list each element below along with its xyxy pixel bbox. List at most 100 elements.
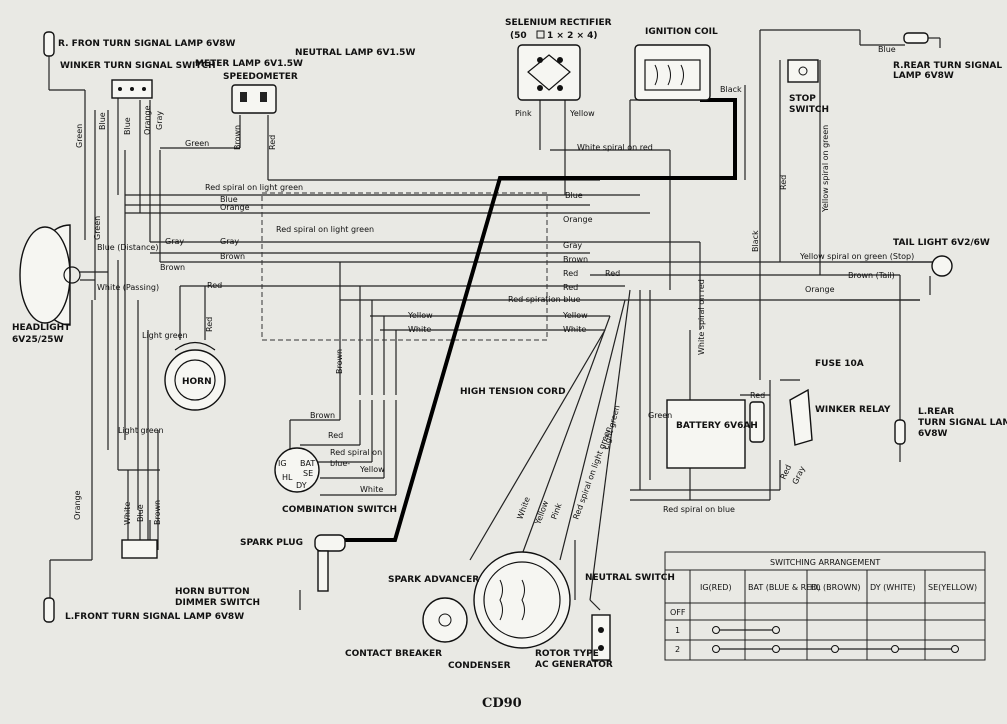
label-comb-bat: BAT — [300, 459, 315, 468]
label-winker-relay: WINKER RELAY — [815, 405, 891, 415]
wire-label-yellow-3: Yellow — [569, 109, 595, 118]
vwire-white-2: White — [515, 496, 531, 521]
wire-label-white-spiral-red: White spiral on red — [577, 143, 653, 152]
wire-label-red-spiral-on-blue: Red spiral on blue — [663, 505, 735, 514]
label-headlight-2: 6V25/25W — [12, 335, 64, 345]
wire-labels: Red spiral on light green Blue Orange Gr… — [97, 45, 914, 514]
label-combination-switch: COMBINATION SWITCH — [282, 505, 397, 515]
label-battery: BATTERY 6V6AH — [676, 421, 758, 431]
diagram-title: CD90 — [482, 696, 522, 711]
label-comb-se: SE — [303, 469, 313, 478]
wire-label-red-3: Red — [605, 269, 620, 278]
label-neutral-lamp: NEUTRAL LAMP 6V1.5W — [295, 48, 415, 58]
wire-label-white-3: White — [360, 485, 383, 494]
wire-label-red-4: Red — [563, 283, 578, 292]
vwire-blue-3: Blue — [136, 504, 145, 522]
wire-label-brown-1: Brown — [220, 252, 245, 261]
wire-label-green: Green — [185, 139, 209, 148]
wire-label-red-5: Red — [328, 431, 343, 440]
label-headlight-1: HEADLIGHT — [12, 323, 71, 333]
label-tail-light: TAIL LIGHT 6V2/6W — [893, 238, 990, 248]
label-spark-plug: SPARK PLUG — [240, 538, 303, 548]
wire-label-blue-1: Blue — [220, 195, 238, 204]
label-horn-button-1: HORN BUTTON — [175, 587, 250, 597]
wire-label-brown-tail: Brown (Tail) — [848, 271, 895, 280]
label-horn-button-2: DIMMER SWITCH — [175, 598, 260, 608]
label-rectifier-spec: (50 — [510, 31, 527, 41]
label-meter-lamp: METER LAMP 6V1.5W — [195, 59, 303, 69]
label-rectifier-spec2: 1 × 2 × 4) — [547, 31, 598, 41]
wire-label-gray-2: Gray — [220, 237, 239, 246]
high-tension-cord — [345, 98, 737, 542]
vwire-black-2: Black — [751, 230, 760, 252]
vwire-yellow: Yellow — [533, 499, 550, 527]
wire-label-red-spiral-blue: Red spiration blue — [508, 295, 581, 304]
neutral-switch-icon — [591, 614, 611, 661]
wire-label-pink: Pink — [515, 109, 532, 118]
wire-label-green-2: Green — [648, 411, 672, 420]
wire-label-blue-2: Blue — [565, 191, 583, 200]
label-r-rear-turn-2: LAMP 6V8W — [893, 71, 954, 81]
ignition-coil-icon — [634, 44, 711, 101]
vwire-white-spiral-red: White spiral on red — [697, 279, 706, 355]
wire-label-gray-1: Gray — [165, 237, 184, 246]
wire-label-brown-4: Brown — [310, 411, 335, 420]
wire-label-yellow-1: Yellow — [562, 311, 588, 320]
vwire-brown-1: Brown — [233, 125, 242, 150]
label-selenium-rectifier: SELENIUM RECTIFIER — [505, 18, 612, 28]
switching-table: SWITCHING ARRANGEMENT IG(RED) BAT (BLUE … — [664, 551, 986, 661]
wire-label-orange-3: Orange — [805, 285, 835, 294]
battery-icon — [666, 399, 746, 469]
vwire-brown-2: Brown — [335, 349, 344, 374]
horn-icon — [164, 341, 226, 411]
l-rear-turn-lamp-icon — [894, 419, 906, 462]
wire-label-red-1: Red — [207, 281, 222, 290]
wire-label-white-2: White — [408, 325, 431, 334]
switching-table-title: SWITCHING ARRANGEMENT — [770, 558, 880, 567]
label-spark-advancer: SPARK ADVANCER — [388, 575, 479, 585]
speedometer-icon — [231, 84, 277, 114]
wire-label-orange-1: Orange — [220, 203, 250, 212]
vwire-red-4: Red — [779, 463, 794, 481]
label-l-front-turn: L.FRONT TURN SIGNAL LAMP 6V8W — [65, 612, 244, 622]
label-stop-switch-2: SWITCH — [789, 105, 829, 115]
wire-label-yellow-2: Yellow — [407, 311, 433, 320]
vwire-green-2: Green — [93, 216, 102, 240]
label-contact-breaker: CONTACT BREAKER — [345, 649, 442, 659]
switching-row-2: 2 — [675, 645, 680, 654]
label-ignition-coil: IGNITION COIL — [645, 27, 718, 37]
label-condenser: CONDENSER — [448, 661, 511, 671]
vwire-red-3: Red — [779, 175, 788, 190]
component-labels: R. FRON TURN SIGNAL LAMP 6V8W WINKER TUR… — [12, 18, 1007, 671]
label-comb-hl: HL — [282, 473, 293, 482]
vwire-yellow-spiral-green: Yellow spiral on green — [821, 125, 830, 213]
vwire-gray-1: Gray — [155, 111, 164, 130]
wire-label-orange-2: Orange — [563, 215, 593, 224]
vwire-orange-1: Orange — [143, 105, 152, 135]
wire-label-blue-distance: Blue (Distance) — [97, 243, 158, 252]
switching-col-ig: IG(RED) — [700, 583, 732, 592]
wire-label-yellow-4: Yellow — [359, 465, 385, 474]
label-r-rear-turn-1: R.REAR TURN SIGNAL — [893, 61, 1002, 71]
label-fuse: FUSE 10A — [815, 359, 864, 369]
label-high-tension: HIGH TENSION CORD — [460, 387, 566, 397]
rectifier-spec-box — [536, 30, 545, 39]
ac-generator-icon — [473, 551, 571, 649]
harness-boundary — [261, 192, 548, 341]
wire-label-black-1: Black — [720, 85, 742, 94]
label-comb-dy: DY — [296, 481, 307, 490]
spark-plug-icon — [299, 534, 346, 610]
wire-label-brown-3: Brown — [563, 255, 588, 264]
label-winker-switch: WINKER TURN SIGNAL SWITCH — [60, 61, 216, 71]
wire-label-red-spiral-on: Red spiral on — [330, 448, 382, 457]
switching-col-dy: DY (WHITE) — [870, 583, 916, 592]
label-speedometer: SPEEDOMETER — [223, 72, 298, 82]
wire-label-blue-3: Blue — [878, 45, 896, 54]
vwire-brown-3: Brown — [153, 500, 162, 525]
vwire-blue-2: Blue — [123, 117, 132, 135]
stop-switch-icon — [787, 59, 819, 83]
label-comb-ig: IG — [278, 459, 287, 468]
fuse-icon — [749, 401, 765, 443]
wire-label-white-passing: White (Passing) — [97, 283, 159, 292]
